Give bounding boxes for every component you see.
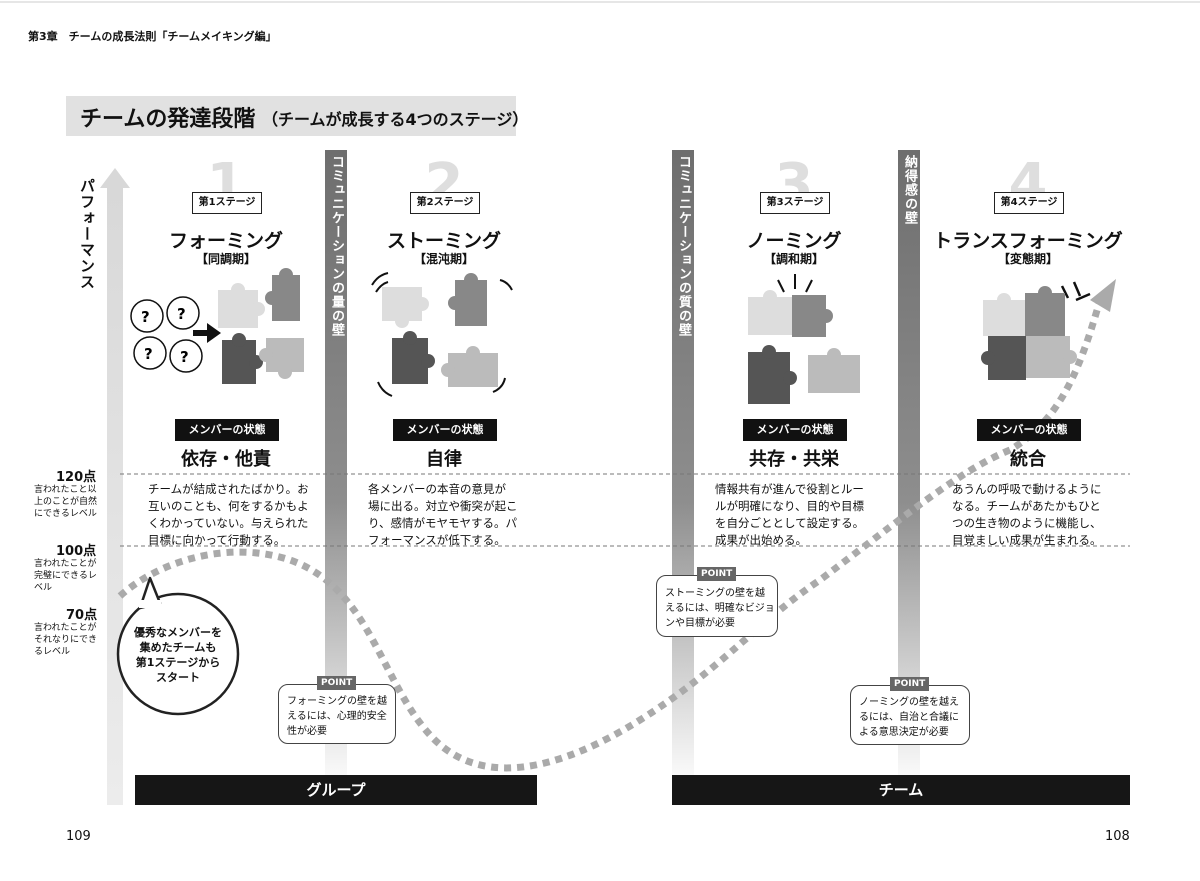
stage2-state: 自律 bbox=[426, 449, 462, 470]
puzzle-piece-icon bbox=[983, 293, 1025, 336]
stage3-illustration bbox=[748, 274, 860, 404]
diagram-title: チームの発達段階 bbox=[80, 107, 256, 132]
puzzle-piece-icon bbox=[748, 345, 797, 404]
stage4-illustration bbox=[981, 281, 1091, 380]
curve-arrowhead bbox=[1090, 279, 1116, 312]
stage2-state-label: メンバーの状態 bbox=[393, 419, 497, 441]
start-bubble bbox=[116, 576, 240, 716]
puzzle-piece-icon bbox=[748, 290, 792, 335]
wall-label-3: 納得感の壁 bbox=[902, 155, 917, 225]
puzzle-piece-icon bbox=[1025, 286, 1065, 338]
point-text: ストーミングの壁を越えるには、明確なビジョンや目標が必要 bbox=[665, 588, 775, 629]
svg-text:?: ? bbox=[141, 308, 150, 326]
puzzle-piece-icon bbox=[792, 295, 833, 337]
team-band: チーム bbox=[672, 775, 1130, 805]
stage1-state: 依存・他責 bbox=[181, 449, 271, 470]
question-cloud-1: ? bbox=[130, 299, 164, 333]
performance-axis bbox=[100, 168, 130, 805]
stage3-description: 情報共有が進んで役割とルールが明確になり、目的や目標を自分ごととして設定する。成… bbox=[715, 482, 865, 547]
stage3-period: 【調和期】 bbox=[763, 252, 824, 266]
puzzle-piece-icon bbox=[218, 283, 265, 328]
stage2-illustration bbox=[371, 272, 513, 397]
level-70-note: 言われたことがそれなりにできるレベル bbox=[34, 623, 98, 657]
puzzle-piece-icon bbox=[808, 348, 860, 393]
puzzle-piece-icon bbox=[259, 338, 304, 379]
performance-curve bbox=[117, 299, 1104, 772]
arrow-right-icon bbox=[193, 323, 221, 343]
wall-bar-3 bbox=[898, 150, 920, 790]
point-tag: POINT bbox=[697, 567, 737, 581]
page-number-right: 108 bbox=[1105, 829, 1130, 844]
stage2-badge: 第2ステージ bbox=[410, 192, 480, 214]
stage1-period: 【同調期】 bbox=[195, 252, 256, 266]
puzzle-piece-icon bbox=[382, 287, 429, 328]
puzzle-piece-icon bbox=[448, 273, 487, 326]
point-box-3: POINT ノーミングの壁を越えるには、自治と合議による意思決定が必要 bbox=[850, 677, 970, 745]
puzzle-piece-icon bbox=[392, 331, 435, 384]
level-70-points: 70点 bbox=[66, 608, 98, 623]
stage2-description: 各メンバーの本音の意見が場に出る。対立や衝突が起こり、感情がモヤモヤする。パフォ… bbox=[368, 482, 518, 547]
title-box bbox=[66, 96, 516, 136]
stage3-state-label: メンバーの状態 bbox=[743, 419, 847, 441]
stage4-badge: 第4ステージ bbox=[994, 192, 1064, 214]
level-120-note: 言われたこと以上のことが自然にできるレベル bbox=[34, 485, 98, 519]
chapter-header: 第3章 チームの成長法則「チームメイキング編」 bbox=[28, 30, 277, 43]
page-number-left: 109 bbox=[66, 829, 91, 844]
group-band: グループ bbox=[135, 775, 537, 805]
puzzle-piece-icon bbox=[222, 333, 263, 384]
level-100-note: 言われたことが完璧にできるレベル bbox=[34, 559, 97, 593]
stage1-description: チームが結成されたばかり。お互いのことも、何をするかもよくわかっていない。与えら… bbox=[148, 482, 309, 547]
svg-text:?: ? bbox=[177, 305, 186, 323]
stage4-period: 【変態期】 bbox=[997, 252, 1058, 266]
point-box-1: POINT フォーミングの壁を越えるには、心理的安全性が必要 bbox=[278, 676, 396, 744]
level-120-points: 120点 bbox=[56, 470, 97, 485]
point-box-2: POINT ストーミングの壁を越えるには、明確なビジョンや目標が必要 bbox=[656, 567, 778, 637]
point-tag: POINT bbox=[890, 677, 930, 691]
stage3-name: ノーミング bbox=[746, 230, 842, 252]
point-tag: POINT bbox=[317, 676, 357, 690]
puzzle-piece-icon bbox=[1026, 336, 1077, 378]
diagram-subtitle: （チームが成長する4つのステージ） bbox=[262, 110, 529, 129]
question-cloud-3: ? bbox=[133, 336, 167, 370]
stage3-badge: 第3ステージ bbox=[760, 192, 830, 214]
svg-text:?: ? bbox=[144, 345, 153, 363]
wall-label-1: コミュニケーションの量の壁 bbox=[329, 155, 344, 337]
wall-label-2: コミュニケーションの質の壁 bbox=[676, 155, 691, 337]
stage1-illustration: ? ? ? ? bbox=[130, 268, 304, 384]
wall-bar-1 bbox=[325, 150, 347, 790]
stage1-state-label: メンバーの状態 bbox=[175, 419, 279, 441]
puzzle-piece-icon bbox=[981, 336, 1026, 380]
puzzle-piece-icon bbox=[265, 268, 300, 321]
stage2-name: ストーミング bbox=[386, 230, 501, 252]
stage4-description: あうんの呼吸で動けるようになる。チームがあたかもひとつの生き物のように機能し、目… bbox=[952, 482, 1102, 547]
puzzle-piece-icon bbox=[441, 346, 498, 387]
stage1-name: フォーミング bbox=[168, 230, 283, 252]
question-cloud-2: ? bbox=[166, 296, 200, 330]
point-text: ノーミングの壁を越えるには、自治と合議による意思決定が必要 bbox=[859, 697, 959, 738]
y-axis-label: パフォーマンス bbox=[78, 178, 96, 290]
stage1-badge: 第1ステージ bbox=[192, 192, 262, 214]
stage4-state: 統合 bbox=[1010, 449, 1046, 470]
start-bubble-text: 優秀なメンバーを集めたチームも第1ステージからスタート bbox=[134, 626, 222, 684]
question-cloud-4: ? bbox=[169, 339, 203, 373]
svg-text:?: ? bbox=[180, 348, 189, 366]
stage4-state-label: メンバーの状態 bbox=[977, 419, 1081, 441]
point-text: フォーミングの壁を越えるには、心理的安全性が必要 bbox=[287, 696, 387, 737]
stage2-period: 【混沌期】 bbox=[413, 252, 474, 266]
level-100-points: 100点 bbox=[56, 544, 97, 559]
stage3-state: 共存・共栄 bbox=[749, 449, 839, 470]
stage4-name: トランスフォーミング bbox=[933, 230, 1123, 252]
